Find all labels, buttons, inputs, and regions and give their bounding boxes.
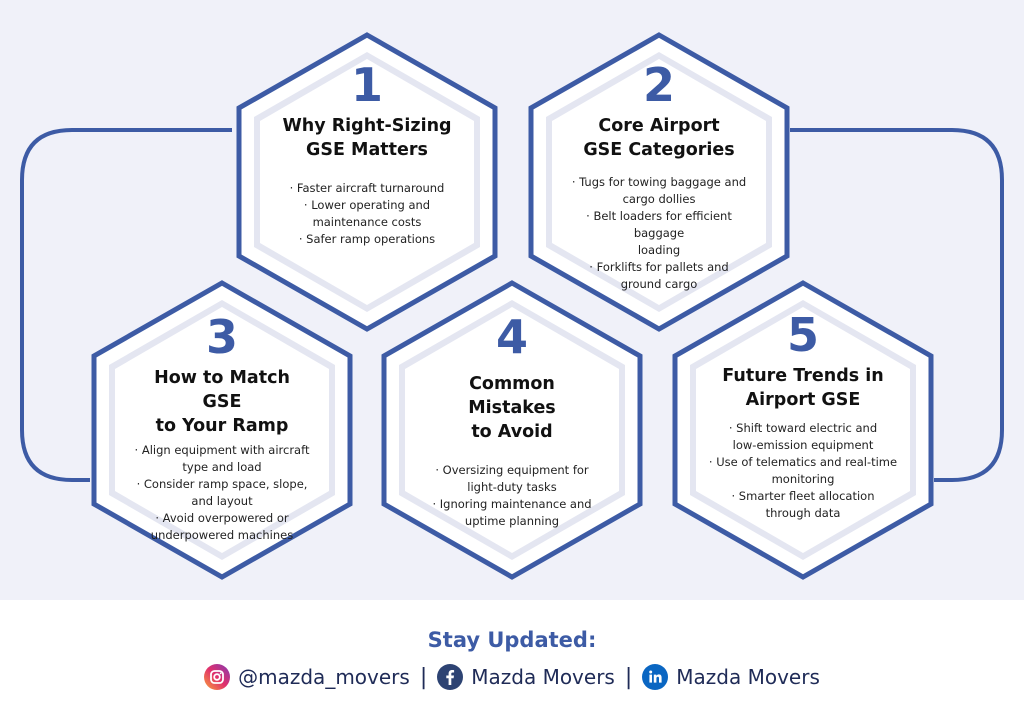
- step-bullets: · Tugs for towing baggage and cargo doll…: [560, 174, 758, 293]
- left-connector: [20, 128, 232, 482]
- hexagon-5: 5 Future Trends in Airport GSE · Shift t…: [672, 280, 934, 580]
- step-number: 5: [786, 308, 819, 362]
- list-item: · Lower operating and: [303, 198, 431, 212]
- social-links: @mazda_movers | Mazda Movers | Mazda Mov…: [0, 664, 1024, 690]
- list-item: · Safer ramp operations: [298, 232, 436, 246]
- list-item: through data: [765, 506, 841, 520]
- step-title: Future Trends in Airport GSE: [722, 366, 884, 410]
- list-item: and layout: [191, 494, 253, 508]
- list-item: · Faster aircraft turnaround: [289, 181, 445, 195]
- step-number: 4: [495, 310, 528, 364]
- hexagon-3: 3 How to Match GSE to Your Ramp · Align …: [91, 280, 353, 580]
- step-title: Core Airport GSE Categories: [583, 116, 735, 160]
- step-number: 3: [205, 310, 238, 364]
- connector-lines: [20, 128, 1004, 482]
- step-number: 1: [350, 58, 383, 112]
- list-item: · Avoid overpowered or: [155, 511, 289, 525]
- stay-updated-heading: Stay Updated:: [427, 628, 597, 652]
- hexagon-4: 4 Common Mistakes to Avoid · Oversizing …: [381, 280, 643, 580]
- list-item: · Use of telematics and real-time: [708, 455, 898, 469]
- list-item: · Forklifts for pallets and: [589, 260, 729, 274]
- list-item: underpowered machines: [150, 528, 294, 542]
- list-item: uptime planning: [464, 514, 560, 528]
- step-title: Why Right-Sizing GSE Matters: [282, 116, 452, 160]
- facebook-icon[interactable]: [437, 664, 464, 690]
- list-item: · Oversizing equipment for: [435, 463, 589, 477]
- hexagon-2: 2 Core Airport GSE Categories · Tugs for…: [528, 32, 790, 332]
- separator: |: [419, 664, 428, 690]
- list-item: · Smarter fleet allocation: [731, 489, 875, 503]
- list-item: monitoring: [771, 472, 835, 486]
- list-item: · Shift toward electric and: [728, 421, 878, 435]
- linkedin-icon[interactable]: [642, 664, 669, 690]
- step-title: How to Match GSE to Your Ramp: [154, 368, 290, 436]
- step-bullets: · Shift toward electric and low-emission…: [706, 420, 900, 522]
- list-item: light-duty tasks: [467, 480, 557, 494]
- list-item: ground cargo: [620, 277, 698, 291]
- linkedin-page-name[interactable]: Mazda Movers: [676, 665, 820, 689]
- step-bullets: · Faster aircraft turnaround · Lower ope…: [278, 180, 456, 248]
- step-number: 2: [642, 58, 675, 112]
- separator: |: [624, 664, 633, 690]
- step-bullets: · Oversizing equipment for light-duty ta…: [423, 462, 601, 530]
- list-item: cargo dollies: [622, 192, 696, 206]
- list-item: · Consider ramp space, slope,: [136, 477, 308, 491]
- list-item: · Ignoring maintenance and: [432, 497, 592, 511]
- step-title: Common Mistakes to Avoid: [468, 374, 556, 442]
- hexagon-1: 1 Why Right-Sizing GSE Matters · Faster …: [236, 32, 498, 332]
- step-bullets: · Align equipment with aircraft type and…: [133, 442, 311, 544]
- list-item: loading: [637, 243, 681, 257]
- list-item: · Align equipment with aircraft: [134, 443, 310, 457]
- list-item: low-emission equipment: [732, 438, 874, 452]
- right-connector: [790, 128, 1004, 482]
- list-item: · Belt loaders for efficient baggage: [586, 209, 732, 240]
- instagram-handle[interactable]: @mazda_movers: [238, 665, 410, 689]
- footer: Stay Updated: @mazda: [0, 602, 1024, 724]
- list-item: maintenance costs: [312, 215, 422, 229]
- facebook-page-name[interactable]: Mazda Movers: [471, 665, 615, 689]
- instagram-icon[interactable]: [204, 664, 231, 690]
- list-item: · Tugs for towing baggage and: [571, 175, 747, 189]
- list-item: type and load: [182, 460, 262, 474]
